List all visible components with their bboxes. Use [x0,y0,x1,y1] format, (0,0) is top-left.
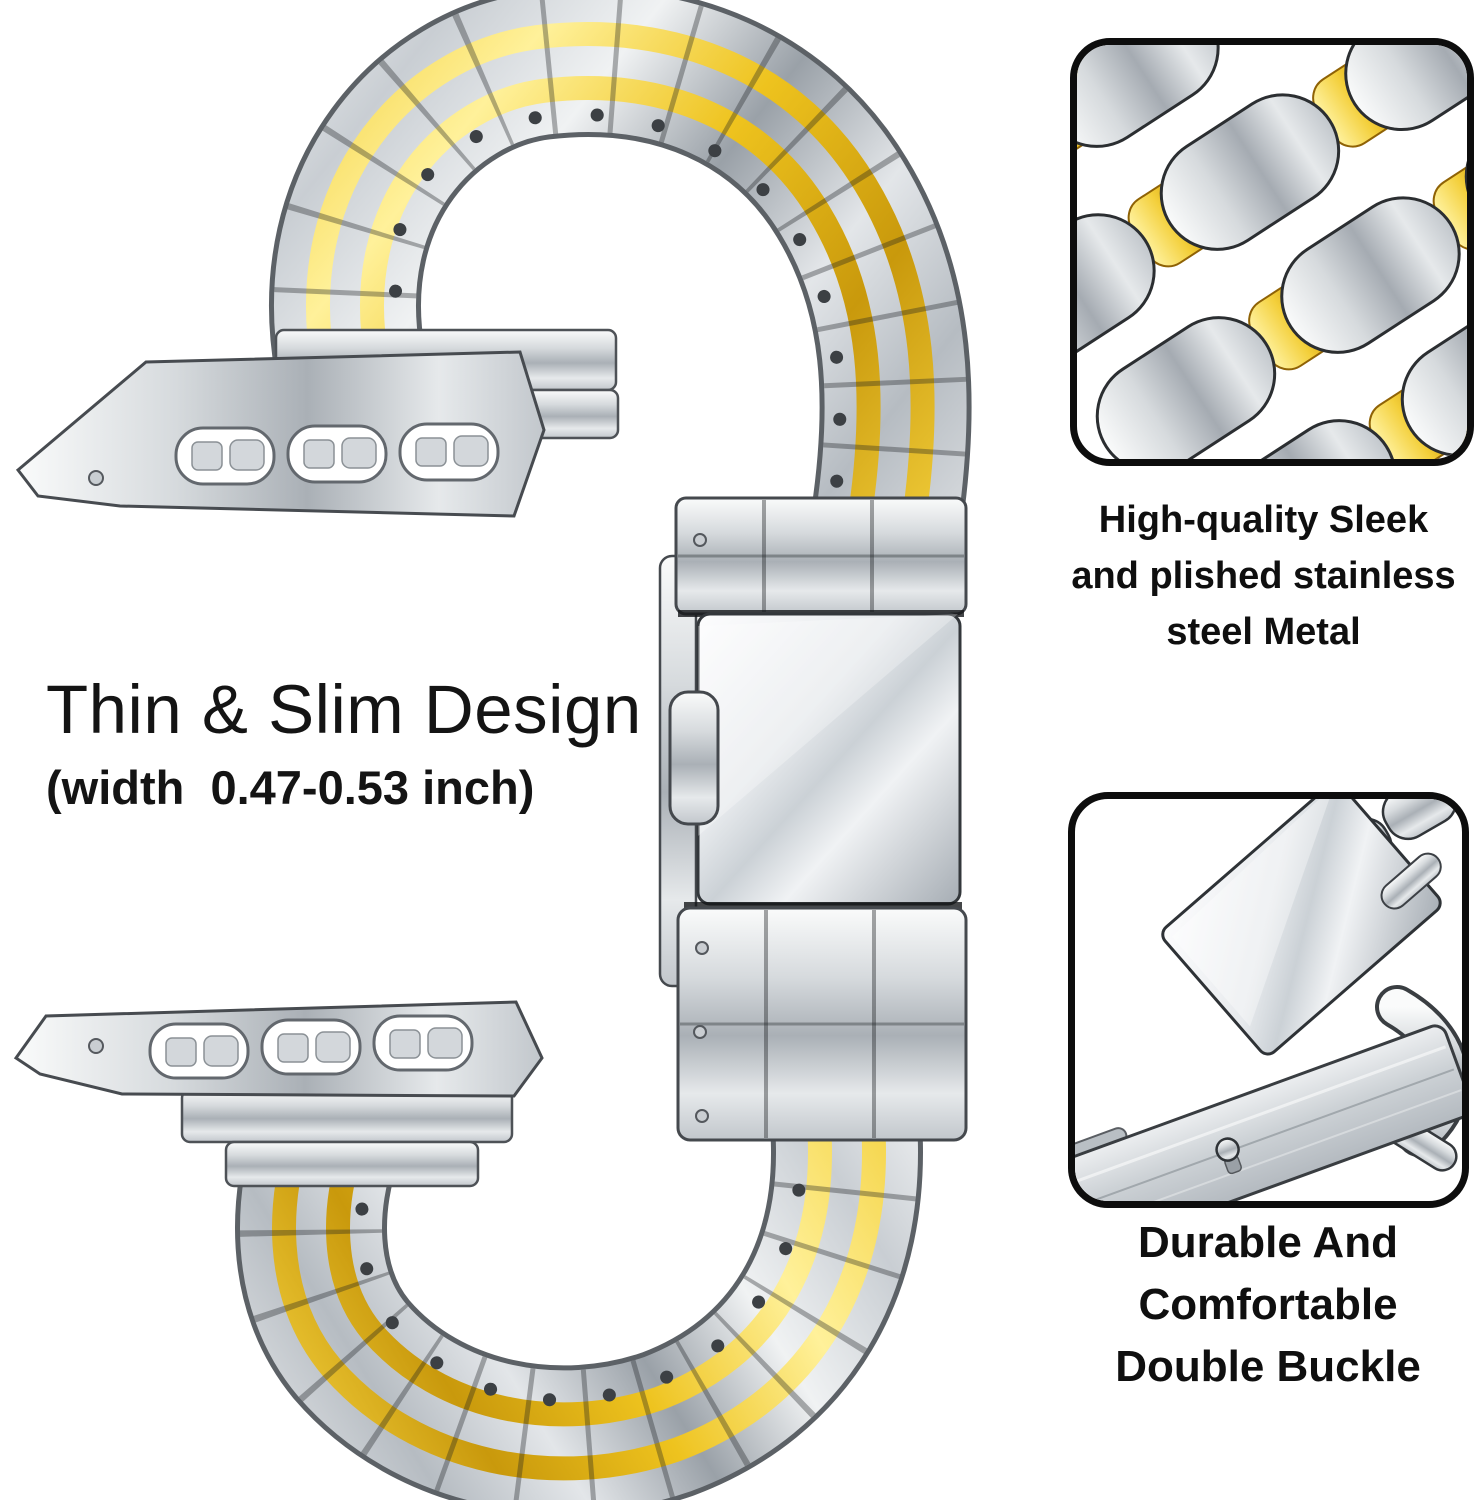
adapter-slots [148,1014,474,1080]
buckle-pin [1215,1137,1240,1162]
clasp [658,496,968,1142]
clasp-release-lever [668,690,720,826]
material-caption-line: and plished stainless [1071,555,1456,597]
buckle-cover-plate [1161,799,1442,1056]
material-caption: High-quality Sleek and plished stainless… [1044,492,1483,660]
material-caption-line: High-quality Sleek [1098,499,1429,541]
band-links-closeup [1077,45,1467,459]
band-top-run [269,0,972,562]
buckle-caption-line: Double Buckle [1115,1342,1421,1391]
buckle-base-plate [1075,1024,1462,1201]
bottom-band-adapter [13,1000,544,1188]
top-band-adapter [15,328,620,518]
buckle-caption-line: Comfortable [1138,1280,1398,1329]
material-callout-box [1070,38,1474,466]
band-bottom-run [235,1108,923,1500]
double-buckle-closeup [1075,799,1462,1201]
material-caption-line: steel Metal [1166,611,1361,653]
adapter-slots [174,422,500,486]
buckle-callout-box [1068,792,1469,1208]
buckle-caption-line: Durable And [1138,1218,1398,1267]
slim-design-title: Thin & Slim Design [46,671,642,748]
slim-design-caption: Thin & Slim Design (width 0.47-0.53 inch… [46,674,642,815]
buckle-caption: Durable And Comfortable Double Buckle [1056,1212,1480,1398]
slim-design-subtitle: (width 0.47-0.53 inch) [46,761,535,814]
